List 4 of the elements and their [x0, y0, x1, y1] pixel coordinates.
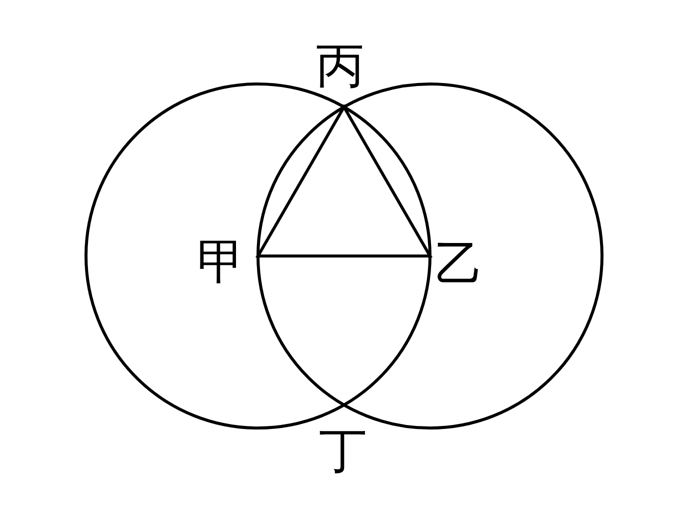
point-label: 乙	[435, 240, 483, 288]
point-label: 丁	[319, 427, 367, 475]
point-label: 丙	[316, 42, 364, 90]
point-label: 甲	[197, 238, 245, 286]
